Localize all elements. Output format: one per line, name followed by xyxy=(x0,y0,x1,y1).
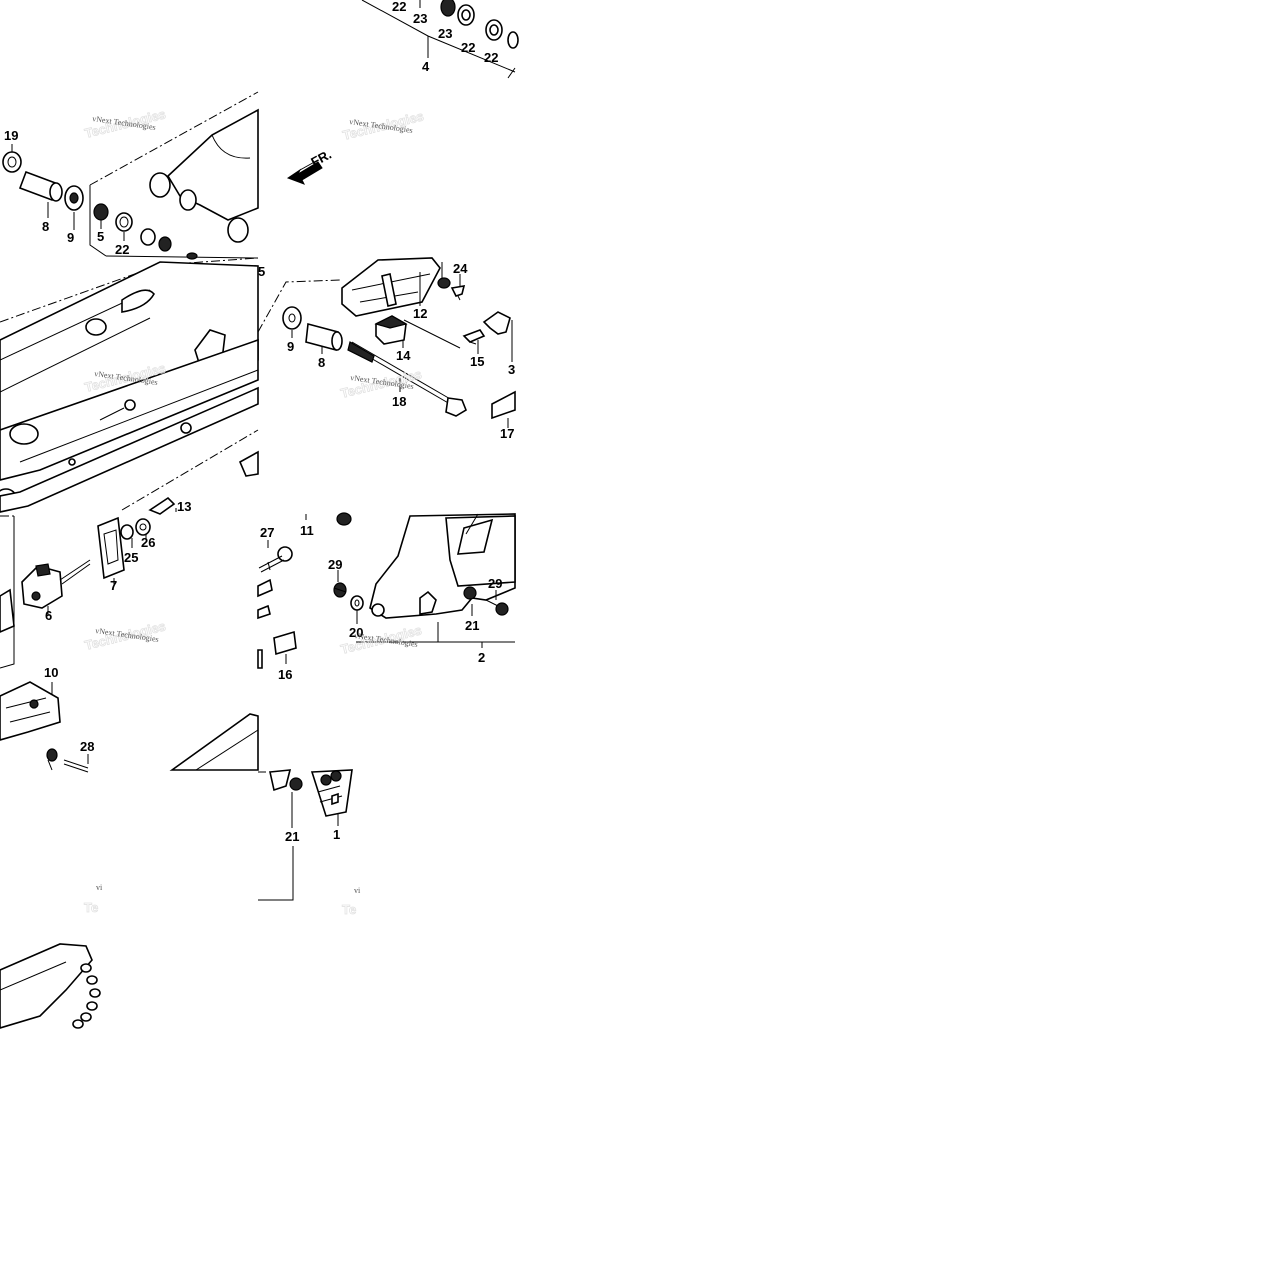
label-plate-icon xyxy=(273,630,297,656)
watermark: Te vi xyxy=(84,883,103,915)
bolt-icon xyxy=(46,748,58,771)
callout-22: 22 xyxy=(392,0,406,14)
washer-icon xyxy=(64,185,84,211)
callout-27: 27 xyxy=(260,525,274,540)
pivot-bolt-icon xyxy=(347,341,467,417)
tile-swingarm-body: 13 xyxy=(0,257,259,515)
callout-24: 24 xyxy=(453,261,468,276)
svg-text:Te: Te xyxy=(84,900,98,915)
tile-chain-slider-axle: 5 24 12 9 8 14 15 3 18 17 xyxy=(257,257,516,441)
chain-adjuster-icon xyxy=(97,516,125,580)
washer-icon xyxy=(120,518,151,540)
collar-icon xyxy=(305,322,343,352)
washer-icon xyxy=(437,277,451,289)
callout-9: 9 xyxy=(287,339,294,354)
watermark: Technologies vNext Technologies xyxy=(341,108,426,143)
callout-10: 10 xyxy=(44,665,58,680)
tile-direction: FR. xyxy=(286,147,334,185)
tile-adjusters: 26 25 7 6 10 28 xyxy=(0,515,259,773)
callout-29: 29 xyxy=(328,557,342,572)
front-arrow-icon xyxy=(286,159,323,185)
callout-17: 17 xyxy=(500,426,514,441)
svg-text:vi: vi xyxy=(354,886,361,895)
callout-26: 26 xyxy=(141,535,155,550)
callout-8: 8 xyxy=(318,355,325,370)
bolt-icon xyxy=(333,582,347,598)
washer-icon xyxy=(463,586,477,600)
callout-15: 15 xyxy=(470,354,484,369)
washer-icon xyxy=(350,595,364,611)
callout-23: 23 xyxy=(413,11,427,26)
screw-icon xyxy=(450,285,466,301)
tile-chain-case: 27 11 29 20 16 29 21 2 xyxy=(257,512,516,682)
callout-4: 4 xyxy=(422,59,430,74)
callout-22: 22 xyxy=(484,50,498,65)
callout-6: 6 xyxy=(45,608,52,623)
callout-21: 21 xyxy=(285,829,299,844)
bearing-icon xyxy=(115,212,198,260)
bearing-icon xyxy=(440,0,519,49)
callout-5: 5 xyxy=(258,264,265,279)
callout-29: 29 xyxy=(488,576,502,591)
callout-5: 5 xyxy=(97,229,104,244)
watermark: Technologies vNext Technologies xyxy=(83,618,168,653)
callout-2: 2 xyxy=(478,650,485,665)
washer-icon xyxy=(282,306,302,330)
watermark: Te vi xyxy=(342,886,361,917)
svg-text:Te: Te xyxy=(342,902,356,917)
chain-guide-clip-icon xyxy=(148,496,176,515)
bracket-icon xyxy=(482,311,513,362)
callout-22: 22 xyxy=(115,242,129,257)
chain-guide-icon xyxy=(0,681,61,741)
chain-case-icon xyxy=(369,513,516,619)
watermark: Technologies vNext Technologies xyxy=(83,106,168,141)
callout-12: 12 xyxy=(413,306,427,321)
callout-8: 8 xyxy=(42,219,49,234)
tile-lower-fasteners: 21 1 xyxy=(258,769,353,901)
bolt-icon xyxy=(63,759,89,773)
callout-19: 19 xyxy=(4,128,18,143)
callout-28: 28 xyxy=(80,739,94,754)
callout-1: 1 xyxy=(333,827,340,842)
chain-slider-icon xyxy=(341,257,441,317)
tile-pivot-hardware: 19 8 9 5 22 xyxy=(2,91,259,260)
bolt-icon xyxy=(336,512,352,526)
callout-9: 9 xyxy=(67,230,74,245)
collar-icon xyxy=(18,170,63,202)
callout-23: 23 xyxy=(438,26,452,41)
callout-20: 20 xyxy=(349,625,363,640)
callout-11: 11 xyxy=(300,523,314,538)
callout-14: 14 xyxy=(396,348,411,363)
bolt-icon xyxy=(485,599,509,616)
callout-13: 13 xyxy=(177,499,191,514)
callout-18: 18 xyxy=(392,394,406,409)
callout-3: 3 xyxy=(508,362,515,377)
washer-icon xyxy=(289,777,303,791)
tile-drive-chain xyxy=(0,943,101,1029)
chain-icon xyxy=(72,963,101,1029)
svg-text:vi: vi xyxy=(96,883,103,892)
adjuster-block-icon xyxy=(21,559,91,609)
callout-16: 16 xyxy=(278,667,292,682)
watermark: Technologies vNext Technologies xyxy=(339,366,424,401)
callout-25: 25 xyxy=(124,550,138,565)
dust-seal-icon xyxy=(93,203,109,221)
chain-guide-plate-icon xyxy=(491,390,516,420)
callout-22: 22 xyxy=(461,40,475,55)
callout-21: 21 xyxy=(465,618,479,633)
nut-icon xyxy=(2,151,22,173)
bolt-icon xyxy=(258,546,293,573)
tile-top-bearing-row: 22 23 23 22 22 4 xyxy=(361,0,519,79)
chain-slider-block-icon xyxy=(374,315,408,345)
bolt-icon xyxy=(462,329,486,345)
callout-7: 7 xyxy=(110,578,117,593)
case-fragment-icon xyxy=(310,769,353,817)
